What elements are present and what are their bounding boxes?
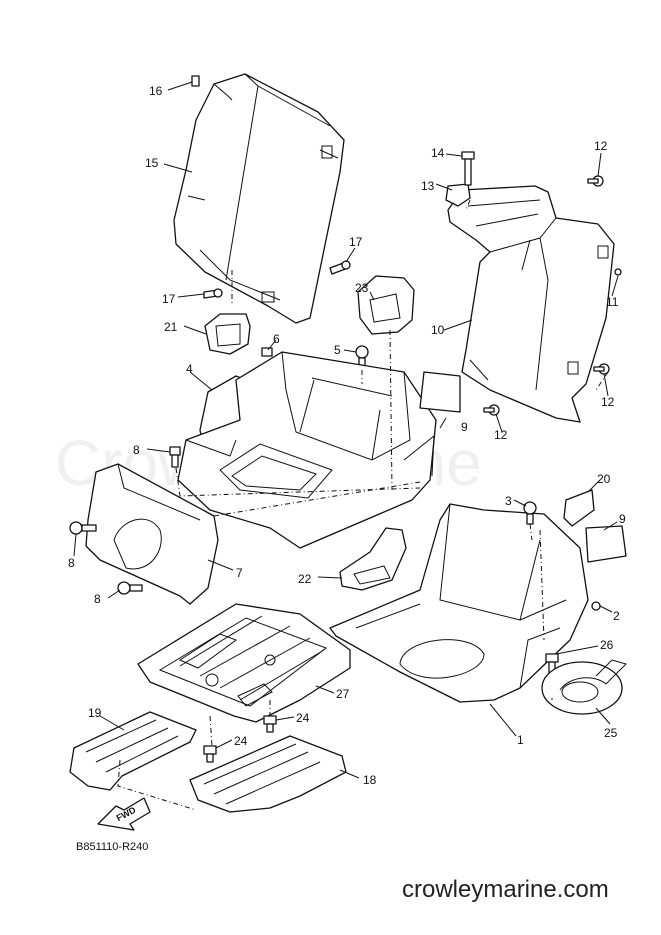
site-footer-text: crowleymarine.com <box>402 876 609 903</box>
part-8-screw-a <box>169 446 181 468</box>
part-3-screw <box>523 501 537 525</box>
part-12-rivet-top <box>587 175 604 187</box>
callout-10: 10 <box>431 323 445 337</box>
callout-numbers: 1 2 3 4 5 6 7 8 8 8 9 9 10 11 12 12 12 1… <box>68 84 626 787</box>
assembly-lines <box>117 199 609 811</box>
callout-13: 13 <box>421 179 435 193</box>
callout-1: 1 <box>517 733 524 747</box>
part-1-lower-tray <box>329 503 589 703</box>
callout-25: 25 <box>604 726 618 740</box>
part-2-nut <box>591 601 601 611</box>
leader-lines <box>73 81 619 779</box>
callout-12a: 12 <box>594 139 608 153</box>
callout-9b: 9 <box>619 512 626 526</box>
callout-20: 20 <box>597 472 611 486</box>
part-20-bracket <box>563 489 595 527</box>
part-24-fastener-a <box>263 715 277 733</box>
callout-11: 11 <box>606 295 619 309</box>
upper-floor-tray <box>177 351 437 549</box>
callout-23: 23 <box>355 281 369 295</box>
part-11-nut <box>614 268 622 276</box>
callout-5: 5 <box>334 343 341 357</box>
diagram-reference-code: B851110-R240 <box>76 841 149 853</box>
callout-27: 27 <box>336 687 350 701</box>
part-8-screw-c <box>117 581 143 595</box>
part-6-clip <box>261 347 273 357</box>
callout-9a: 9 <box>461 420 468 434</box>
callout-16: 16 <box>149 84 163 98</box>
part-22-handle <box>339 527 407 591</box>
callout-8c: 8 <box>94 592 101 606</box>
part-16-clip <box>191 75 200 87</box>
callout-22: 22 <box>298 572 312 586</box>
callout-14: 14 <box>431 146 445 160</box>
callout-24b: 24 <box>234 734 248 748</box>
callout-26: 26 <box>600 638 614 652</box>
callout-18: 18 <box>363 773 377 787</box>
part-12-rivet-low <box>483 404 500 416</box>
part-9-pad-right <box>585 525 627 563</box>
part-14-bolt <box>461 151 475 186</box>
part-25-disc-cover <box>541 659 627 715</box>
part-12-rivet-mid <box>593 363 610 375</box>
callout-6: 6 <box>273 332 280 346</box>
part-19-mat-left <box>69 711 197 791</box>
part-21-cover <box>204 313 251 355</box>
callout-2: 2 <box>613 609 620 623</box>
part-15-rear-panel <box>173 73 345 324</box>
callout-12b: 12 <box>601 395 615 409</box>
part-17-bolt-b <box>203 288 223 299</box>
callout-8b: 8 <box>68 556 75 570</box>
part-17-bolt-a <box>329 260 351 275</box>
callout-4: 4 <box>186 362 193 376</box>
callout-17a: 17 <box>349 235 363 249</box>
part-7-front-panel <box>85 463 219 605</box>
fwd-arrow: FWD <box>97 797 151 831</box>
part-18-mat-right <box>189 735 347 813</box>
callout-8a: 8 <box>133 443 140 457</box>
callout-12c: 12 <box>494 428 508 442</box>
part-27-floor-grid <box>137 603 351 723</box>
part-10-side-panel <box>447 185 615 423</box>
callout-21: 21 <box>164 320 178 334</box>
part-24-fastener-b <box>203 745 217 763</box>
callout-15: 15 <box>145 156 159 170</box>
callout-19: 19 <box>88 706 102 720</box>
callout-24a: 24 <box>296 711 310 725</box>
part-23-handle <box>357 275 415 335</box>
callout-3: 3 <box>505 494 512 508</box>
callout-7: 7 <box>236 566 243 580</box>
part-9-pad-center <box>419 371 461 413</box>
callout-17b: 17 <box>162 292 176 306</box>
